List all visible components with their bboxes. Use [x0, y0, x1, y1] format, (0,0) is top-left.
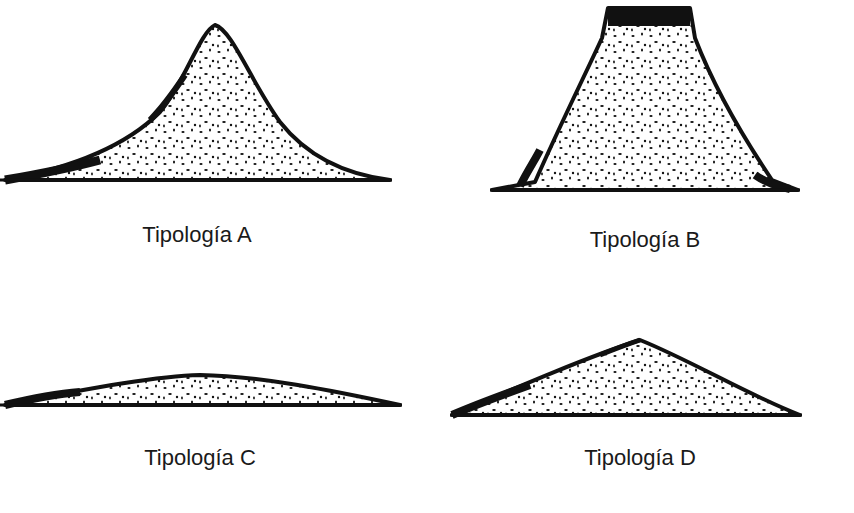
typology-caption: Tipología B [590, 227, 700, 253]
pile-d [450, 340, 802, 415]
typology-caption: Tipología C [144, 445, 256, 471]
typology-caption: Tipología D [584, 445, 696, 471]
typology-caption: Tipología A [142, 222, 251, 248]
pile-b [490, 8, 800, 190]
pile-a [0, 25, 392, 180]
pile-c [0, 375, 402, 405]
